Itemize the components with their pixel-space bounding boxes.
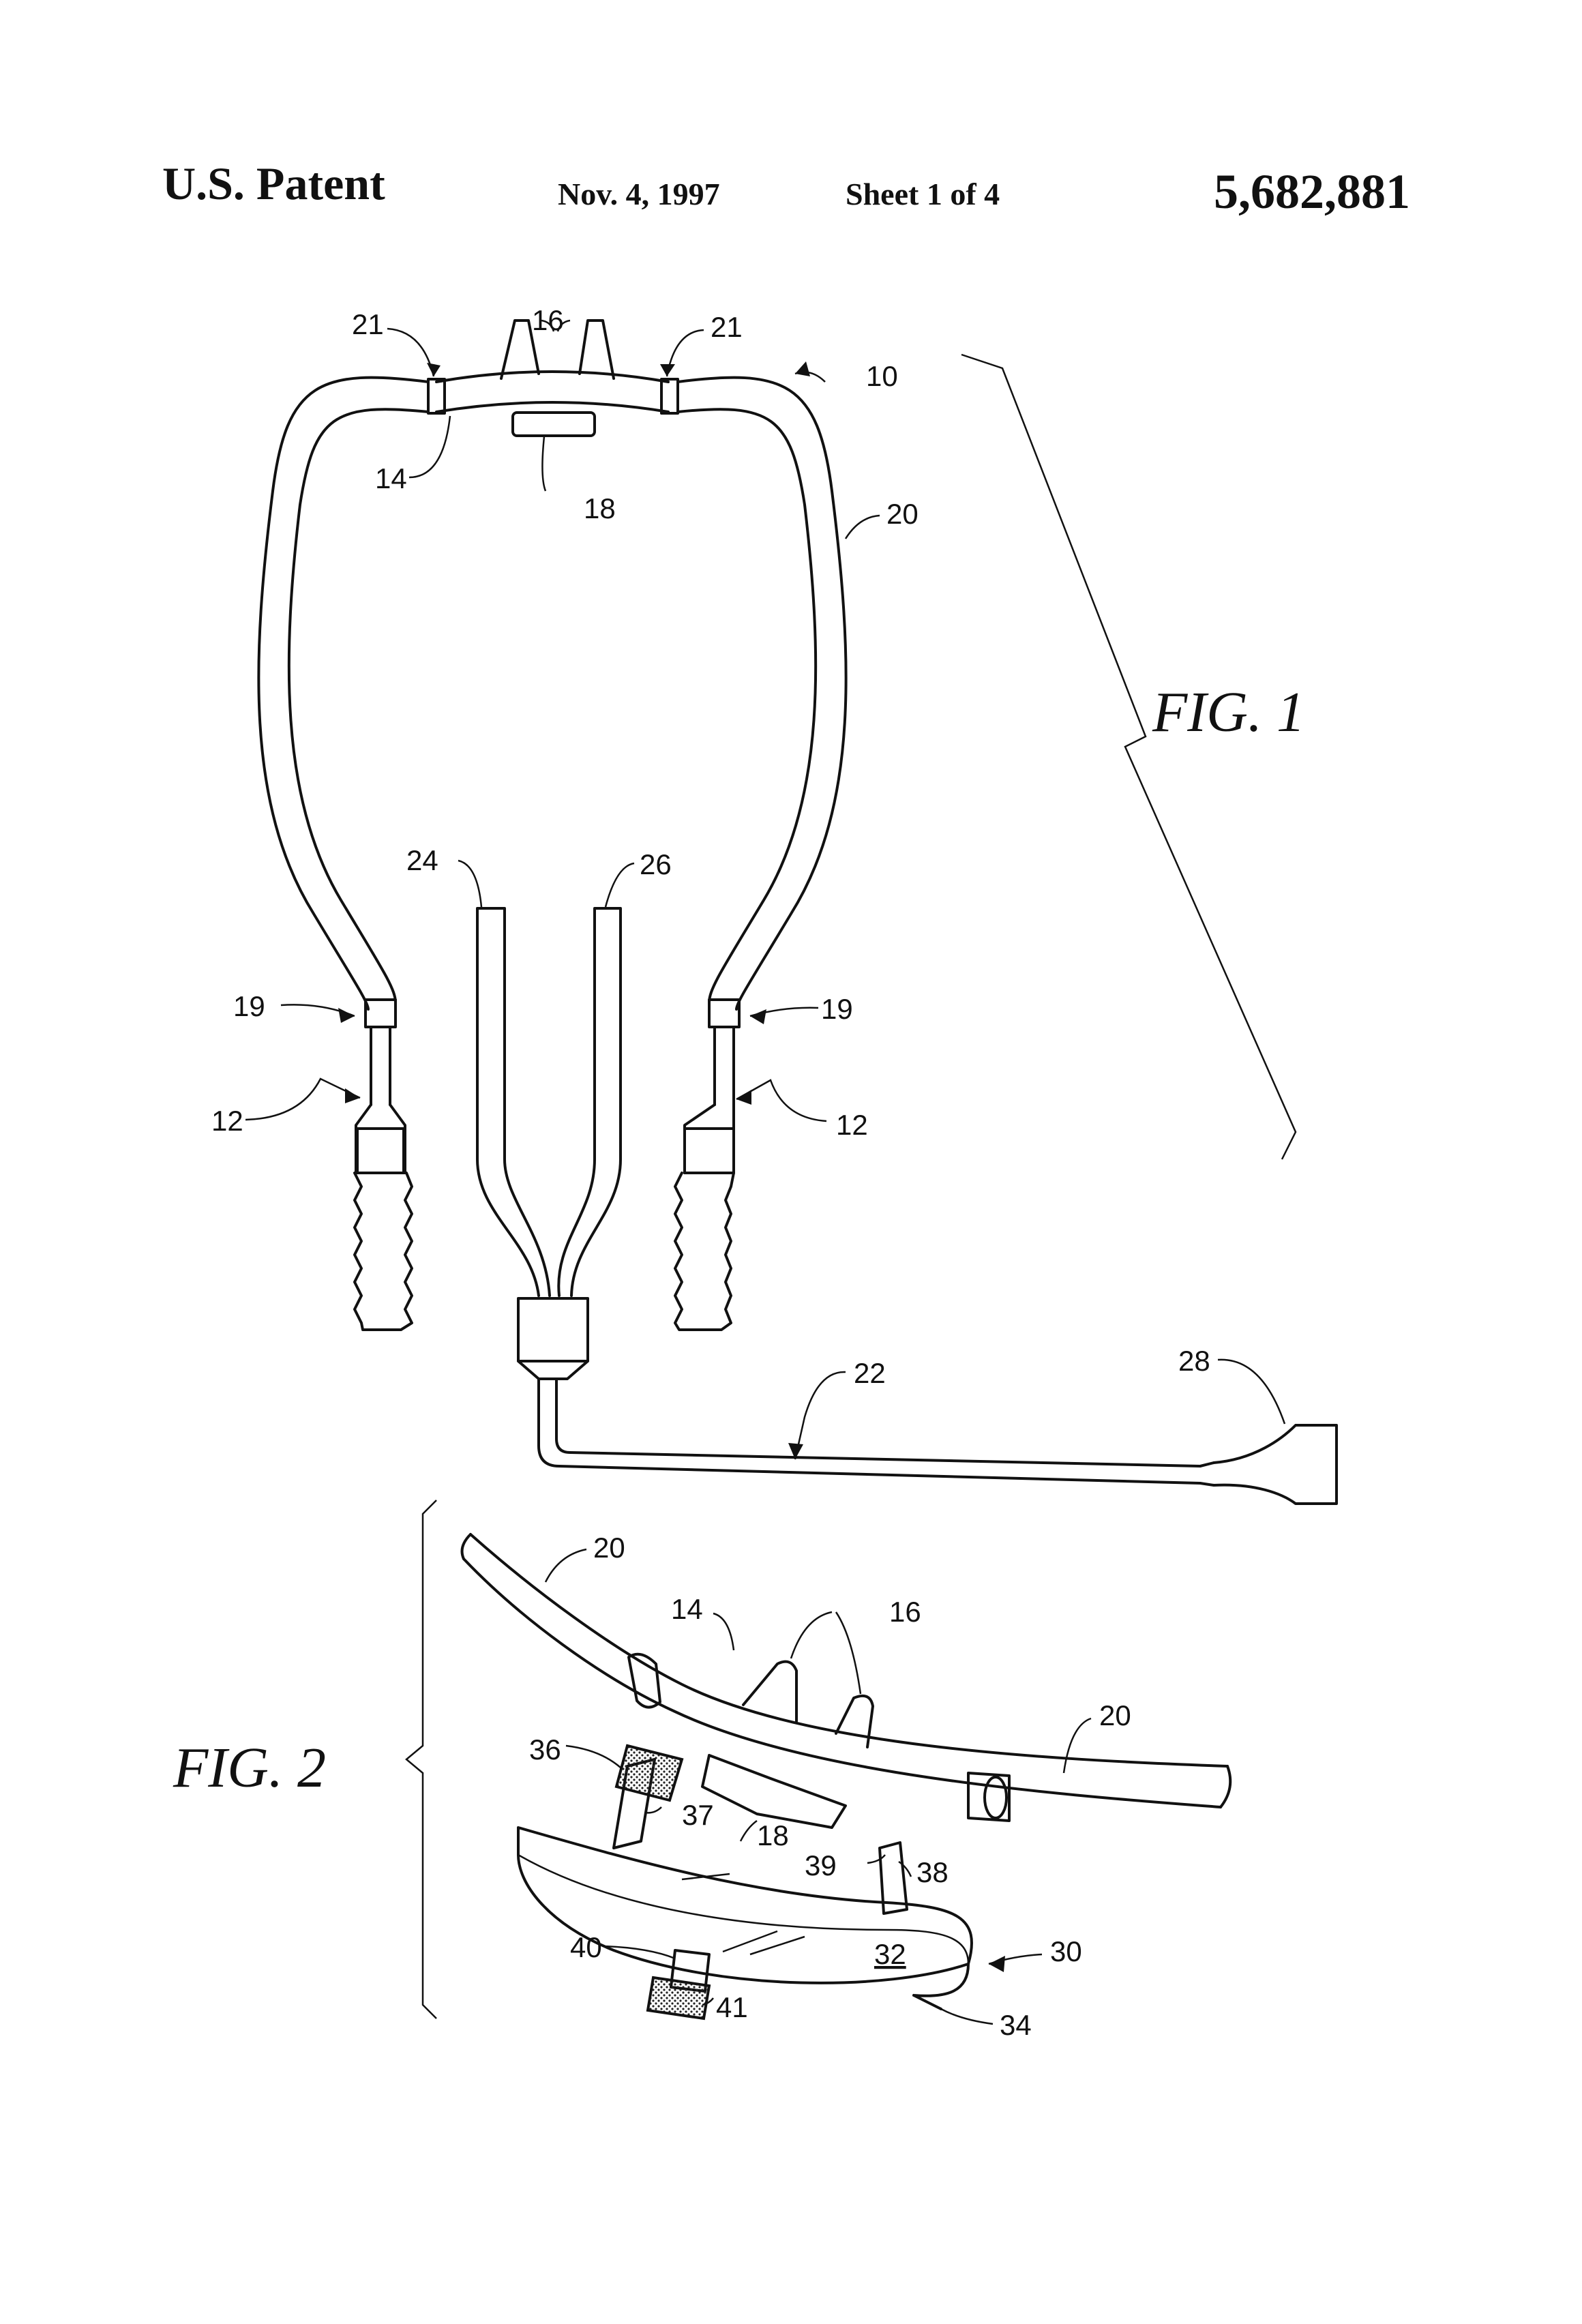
fig2-ref-14: 14 — [671, 1593, 703, 1625]
tube-24 — [477, 908, 550, 1296]
arrow-heads-fig2 — [989, 1956, 1005, 1972]
fig2-ref-38: 38 — [916, 1856, 949, 1888]
ref-18: 18 — [584, 492, 616, 524]
fig2-ref-34: 34 — [1000, 2009, 1032, 2041]
ref-12-right: 12 — [836, 1109, 868, 1141]
nasal-prong-right — [580, 321, 614, 378]
figure-2-label: FIG. 2 — [173, 1736, 326, 1800]
ref-19-left: 19 — [233, 990, 265, 1022]
fig2-tube-end-right — [1221, 1766, 1230, 1807]
sleeve-left — [428, 379, 445, 413]
fig2-ref-18: 18 — [757, 1819, 789, 1851]
ref-26: 26 — [640, 848, 672, 880]
sleeve-right — [661, 379, 678, 413]
ref-10: 10 — [866, 360, 898, 392]
fig2-ref-37: 37 — [682, 1799, 714, 1831]
ref-28: 28 — [1178, 1345, 1210, 1377]
ref-20: 20 — [886, 498, 919, 530]
tube-26 — [558, 908, 621, 1296]
connector-right — [709, 1000, 739, 1027]
fig2-ref-40: 40 — [570, 1931, 602, 1963]
fig2-ref-36: 36 — [529, 1733, 561, 1766]
neck-right — [715, 1027, 734, 1105]
strap-41-adhesive — [648, 1978, 709, 2018]
ear-piece-right — [675, 1105, 734, 1330]
nasal-bridge — [436, 372, 668, 412]
fig2-tube-end-left — [462, 1534, 471, 1559]
fig2-tube-upper — [471, 1534, 1227, 1766]
fig2-ref-20-right: 20 — [1099, 1699, 1131, 1731]
fig2-ref-41: 41 — [716, 1991, 748, 2023]
fig2-ref-16: 16 — [889, 1596, 921, 1628]
end-connector — [1200, 1425, 1337, 1504]
strap-36-adhesive — [616, 1746, 682, 1800]
tube-right-inner — [678, 409, 816, 1002]
cushion-32-shading — [682, 1874, 805, 1954]
ref-12-left: 12 — [211, 1105, 243, 1137]
connector-left — [365, 1000, 395, 1027]
fig2-ref-32: 32 — [874, 1938, 906, 1970]
fig2-prong-right — [836, 1696, 873, 1747]
fig2-tube-lower — [464, 1559, 1221, 1807]
fig2-ref-30: 30 — [1050, 1935, 1082, 1967]
ref-16: 16 — [532, 304, 564, 336]
tube-left-inner — [289, 409, 428, 1002]
supply-tube — [539, 1379, 1200, 1483]
tube-right-outer — [678, 378, 846, 1009]
bridge-pad — [513, 413, 595, 436]
ref-24: 24 — [406, 844, 438, 876]
ref-14: 14 — [375, 462, 407, 494]
figure-1 — [245, 321, 1337, 1504]
fig2-tube-opening — [985, 1777, 1006, 1818]
figure-1-label: FIG. 1 — [1152, 681, 1305, 744]
ref-21-left: 21 — [352, 308, 384, 340]
figure-1-bracket — [961, 355, 1296, 1159]
fig2-sleeve-left — [629, 1654, 660, 1708]
ear-piece-left — [355, 1105, 412, 1330]
fig2-ref-39: 39 — [805, 1849, 837, 1881]
fig2-ref-20-left: 20 — [593, 1532, 625, 1564]
neck-left — [371, 1027, 390, 1105]
ref-22: 22 — [854, 1357, 886, 1389]
figure-2-bracket — [406, 1500, 436, 2018]
ref-21-right: 21 — [711, 311, 743, 343]
y-connector — [518, 1298, 588, 1379]
ref-19-right: 19 — [821, 993, 853, 1025]
fig2-bridge-pad — [702, 1755, 846, 1828]
arrow-heads-fig1 — [338, 361, 810, 1459]
